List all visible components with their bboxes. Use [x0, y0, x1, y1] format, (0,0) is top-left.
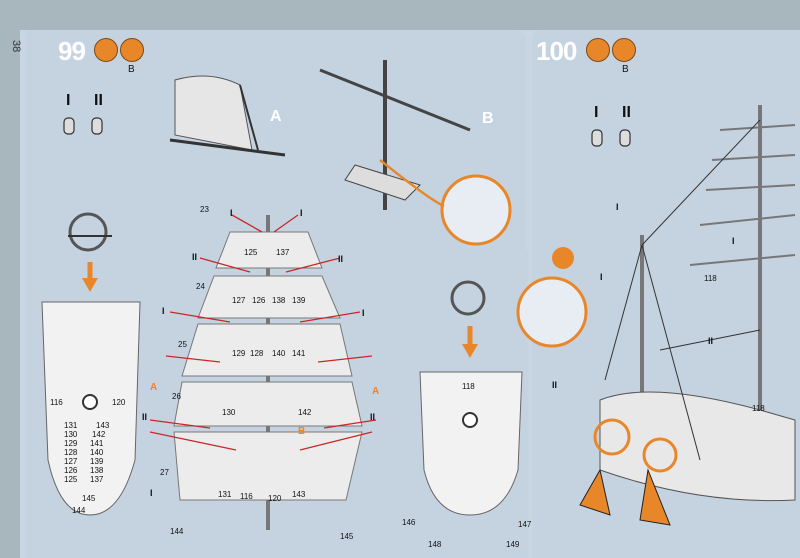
rig-mark-two: II — [338, 254, 344, 264]
part-138: 138 — [272, 296, 286, 305]
rig-mark-one: I — [300, 208, 303, 218]
deck-part-127: 127 — [64, 457, 78, 466]
block-type-one-label: I — [66, 92, 71, 109]
part-127: 127 — [232, 296, 246, 305]
deck-part-147: 147 — [518, 520, 532, 529]
rig-mark-one: I — [150, 488, 153, 498]
sail-number-25: 25 — [178, 340, 187, 349]
deck-part-141: 141 — [90, 439, 104, 448]
rig-mark-one: I — [362, 308, 365, 318]
view-b-label: B — [482, 110, 494, 127]
sail-number-26: 26 — [172, 392, 181, 401]
view-a-pointer: A — [150, 382, 158, 393]
deck-part-116: 116 — [50, 398, 63, 407]
part-116: 116 — [240, 492, 253, 501]
deck-part-137: 137 — [90, 475, 104, 484]
step-number-99: 99 — [58, 36, 86, 66]
part-139: 139 — [292, 296, 306, 305]
rig-mark-two: II — [552, 380, 558, 390]
part-142: 142 — [298, 408, 312, 417]
ship-part-118: 118 — [752, 404, 765, 413]
rig-mark-one: I — [162, 306, 165, 316]
deck-part-131: 131 — [64, 421, 78, 430]
sail-number-24: 24 — [196, 282, 205, 291]
deck-part-148: 148 — [428, 540, 442, 549]
step-99-sub-label: B — [128, 64, 135, 75]
view-b-pointer: B — [298, 426, 306, 437]
deck-part-129: 129 — [64, 439, 78, 448]
part-144: 144 — [170, 527, 184, 536]
part-137: 137 — [276, 248, 290, 257]
rig-mark-two: II — [370, 412, 376, 422]
rig-mark-one: I — [732, 236, 735, 246]
deck-part-138: 138 — [90, 466, 104, 475]
deck-part-143: 143 — [96, 421, 110, 430]
deck-part-140: 140 — [90, 448, 104, 457]
deck-part-145: 145 — [82, 494, 96, 503]
rope-knot-icon — [586, 38, 610, 62]
sail-number-23: 23 — [200, 205, 209, 214]
sail-number-27: 27 — [160, 468, 169, 477]
rig-mark-one: I — [600, 272, 603, 282]
part-128: 128 — [250, 349, 264, 358]
part-120: 120 — [268, 494, 282, 503]
deck-part-125: 125 — [64, 475, 78, 484]
deck-part-142: 142 — [92, 430, 106, 439]
part-129: 129 — [232, 349, 246, 358]
part-141: 141 — [292, 349, 306, 358]
block-type-two-label: II — [622, 104, 631, 121]
step-number-100: 100 — [536, 36, 577, 66]
rig-mark-two: II — [192, 252, 198, 262]
deck-part-139: 139 — [90, 457, 104, 466]
part-145: 145 — [340, 532, 354, 541]
rope-knot-icon — [94, 38, 118, 62]
block-type-two-label: II — [94, 92, 103, 109]
part-130: 130 — [222, 408, 236, 417]
rig-mark-one: I — [230, 208, 233, 218]
rig-mark-one: I — [616, 202, 619, 212]
part-125: 125 — [244, 248, 258, 257]
view-a-label: A — [270, 108, 282, 125]
rig-mark-two: II — [708, 336, 714, 346]
step-100-sub-label: B — [622, 64, 629, 75]
deck-part-144: 144 — [72, 506, 86, 515]
deck-part-126: 126 — [64, 466, 78, 475]
view-a-pointer: A — [372, 386, 380, 397]
deck-part-120: 120 — [112, 398, 126, 407]
deck-part-149: 149 — [506, 540, 520, 549]
thread-spool-icon — [120, 38, 144, 62]
deck-part-130: 130 — [64, 430, 78, 439]
thread-spool-icon — [612, 38, 636, 62]
rig-mark-two: II — [142, 412, 148, 422]
deck-part-146: 146 — [402, 518, 416, 527]
part-143: 143 — [292, 490, 306, 499]
block-type-one-label: I — [594, 104, 599, 121]
deck-part-128: 128 — [64, 448, 78, 457]
part-126: 126 — [252, 296, 266, 305]
ship-part-118: 118 — [704, 274, 717, 283]
part-140: 140 — [272, 349, 286, 358]
part-131: 131 — [218, 490, 232, 499]
deck-part-118: 118 — [462, 382, 475, 391]
